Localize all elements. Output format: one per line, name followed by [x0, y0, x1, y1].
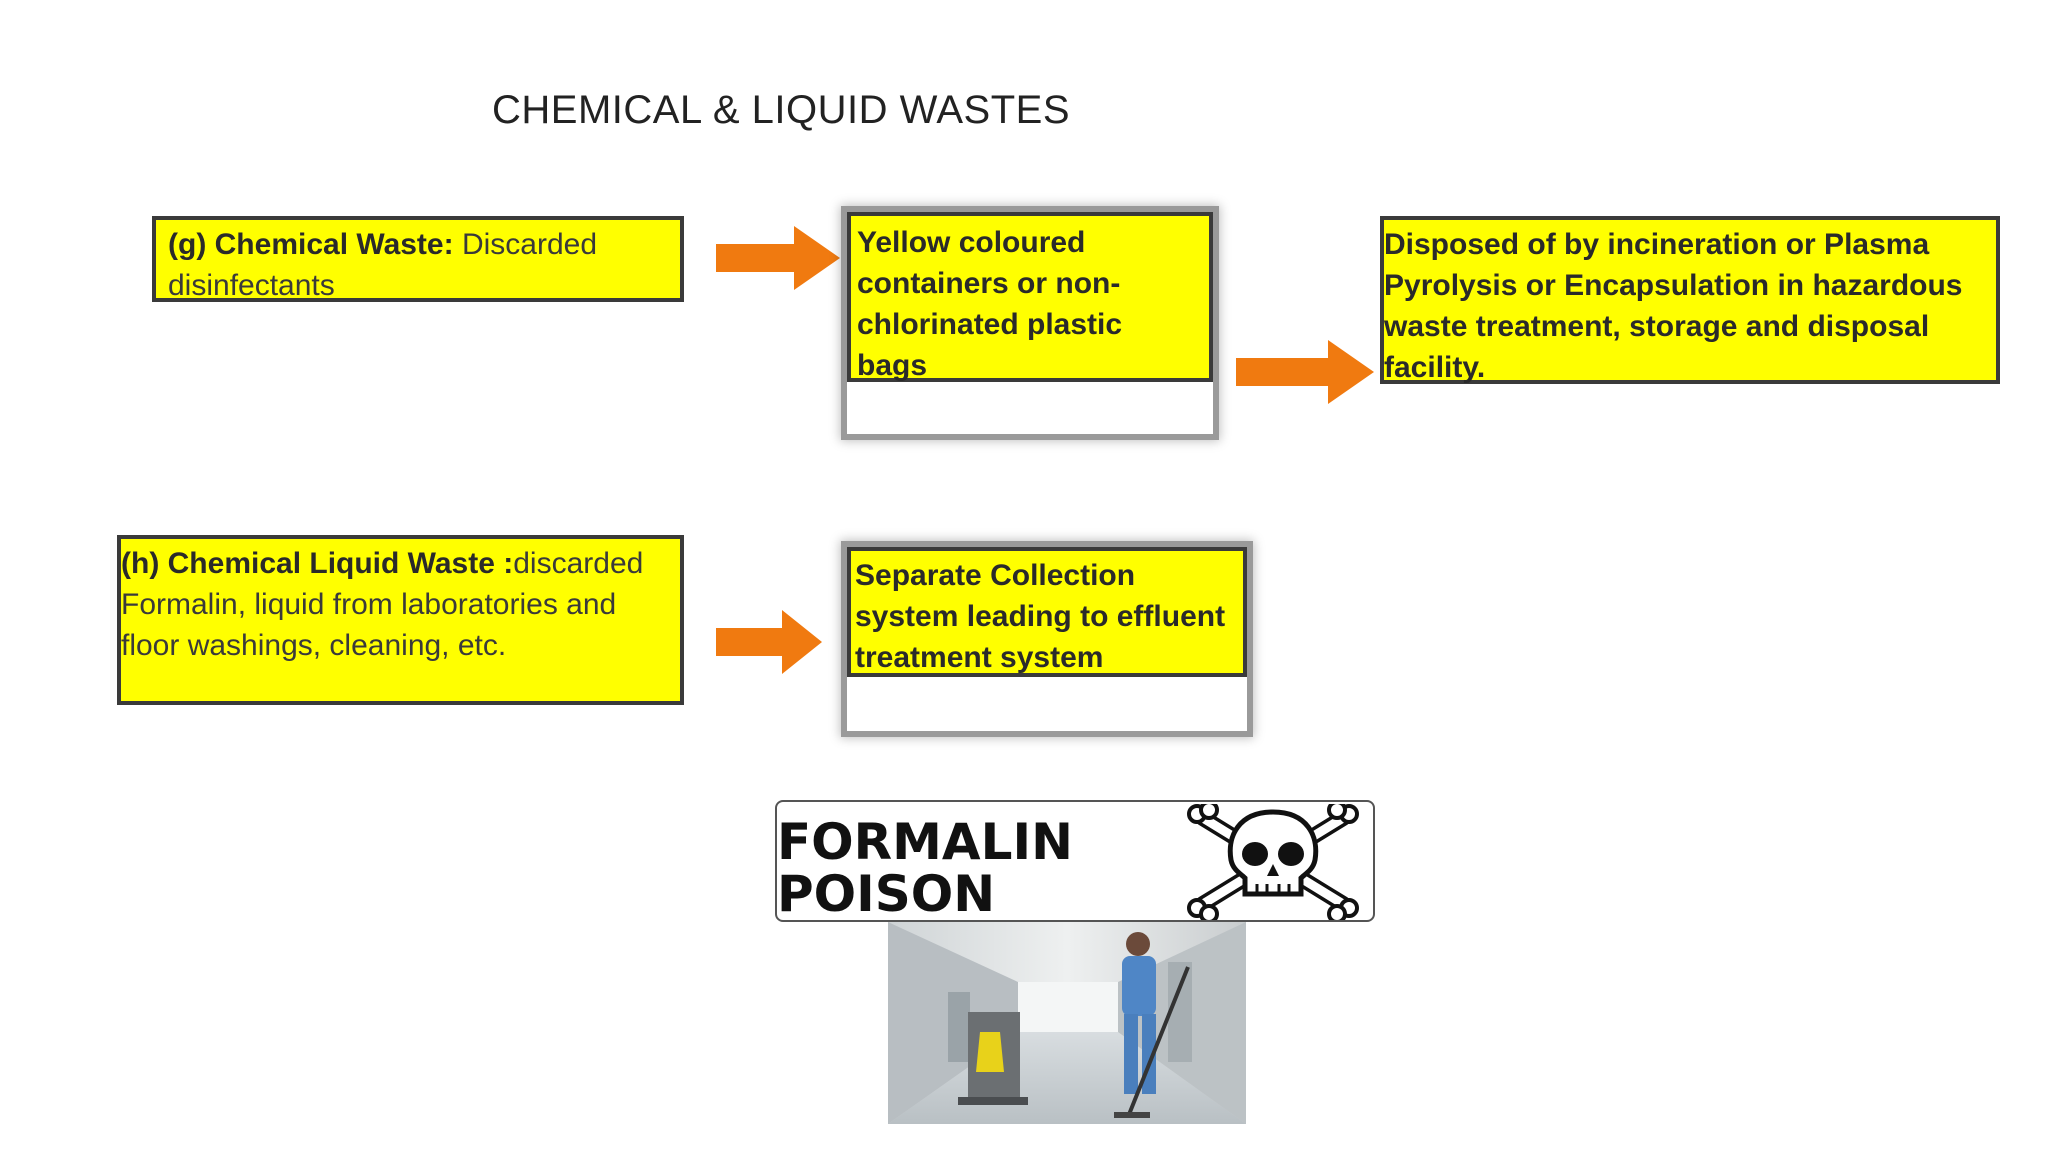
chemical-waste-text: Discarded disinfectants [168, 228, 598, 302]
arrow-right-icon [1236, 340, 1374, 404]
disposal-text: Disposed of by incineration or Plasma Py… [1384, 228, 1963, 384]
cleaning-photo [888, 922, 1246, 1124]
formalin-poison-sign: FORMALIN POISON [775, 800, 1375, 922]
skull-crossbones-icon [1187, 804, 1359, 920]
container-text-g: Yellow coloured containers or non-chlori… [857, 226, 1123, 382]
arrow-right-icon [716, 226, 840, 290]
container-box-g: Yellow coloured containers or non-chlori… [847, 212, 1213, 382]
chemical-liquid-waste-text: discarded Formalin, liquid from laborato… [121, 547, 644, 662]
collection-text-h: Separate Collection system leading to ef… [855, 559, 1226, 674]
chemical-liquid-waste-label: (h) Chemical Liquid Waste : [121, 547, 514, 580]
chemical-waste-box: (g) Chemical Waste: Discarded disinfecta… [152, 216, 684, 302]
chemical-waste-label: (g) Chemical Waste: [168, 228, 454, 261]
disposal-box: Disposed of by incineration or Plasma Py… [1380, 216, 2000, 384]
slide-title: CHEMICAL & LIQUID WASTES [492, 88, 1071, 132]
arrow-right-icon [716, 610, 822, 674]
collection-box-h: Separate Collection system leading to ef… [847, 547, 1247, 677]
chemical-liquid-waste-box: (h) Chemical Liquid Waste :discarded For… [117, 535, 684, 705]
sign-text: FORMALIN POISON [777, 813, 1073, 922]
